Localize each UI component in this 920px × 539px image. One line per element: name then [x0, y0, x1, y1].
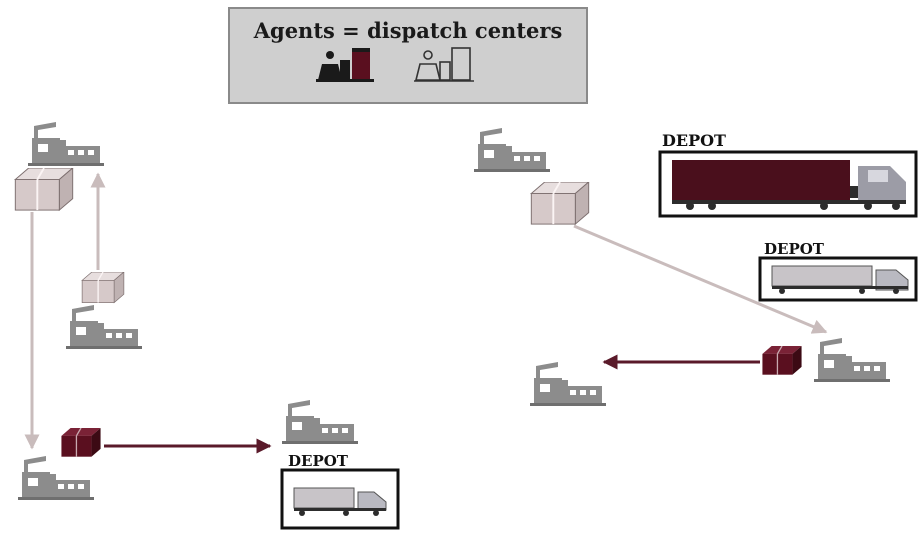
factory-icon [530, 362, 606, 406]
depot-medium: DEPOT [758, 240, 918, 302]
package-icon [14, 168, 74, 212]
factory-icon [814, 338, 890, 382]
depot-label: DEPOT [764, 240, 825, 258]
legend-title: Agents = dispatch centers [253, 18, 563, 43]
package-icon [81, 272, 125, 304]
package-icon [762, 346, 802, 376]
package-icon [60, 428, 102, 458]
factory-icon [28, 122, 104, 166]
truck-medium-icon [771, 265, 909, 294]
depot-label: DEPOT [662, 131, 726, 150]
agent-outline-icon [414, 47, 474, 82]
package-icon [530, 182, 590, 226]
factory-icon [282, 400, 358, 444]
depot-label: DEPOT [288, 452, 349, 470]
depot-large: DEPOT [658, 131, 918, 218]
depot-small: DEPOT [280, 452, 400, 530]
arrow-light-diagonal [573, 224, 828, 334]
factory-icon [474, 128, 550, 172]
truck-small-icon [293, 487, 387, 516]
legend-box: Agents = dispatch centers [228, 7, 588, 104]
agent-filled-icon [316, 48, 374, 82]
factory-icon [18, 456, 94, 500]
factory-icon [66, 305, 142, 349]
truck-large-icon [672, 160, 906, 210]
